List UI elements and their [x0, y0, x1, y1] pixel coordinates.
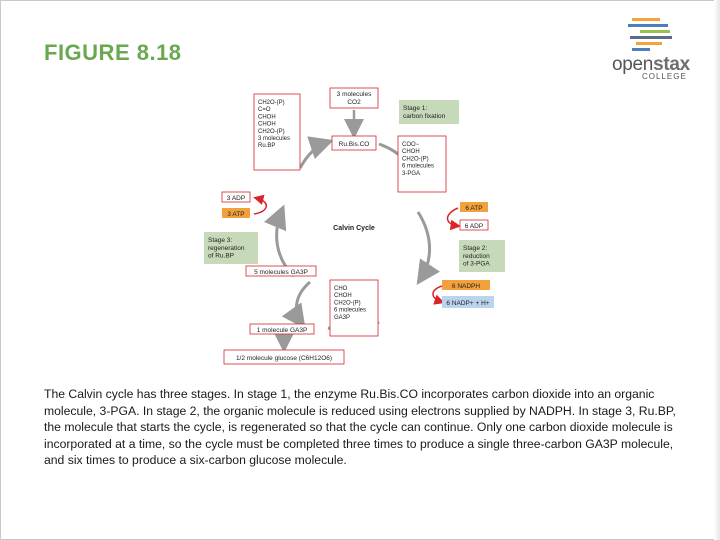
logo-wordmark: openstax: [612, 54, 690, 75]
adp3-label: 3 ADP: [227, 195, 245, 202]
ga3p-box: [329, 279, 379, 337]
ga3p5-label: 5 molecules GA3P: [254, 269, 308, 276]
nadph-arrow: [432, 285, 445, 305]
adp6-box: [459, 219, 489, 231]
atp3-box: [222, 208, 250, 218]
nadph-label: 6 NADPH: [452, 283, 480, 290]
ga3p5-box: [245, 265, 317, 277]
nadph-box: [442, 280, 490, 290]
ga3p1-box: [249, 323, 315, 335]
ga3p1-label: 1 molecule GA3P: [257, 327, 308, 334]
stage2-box: [459, 240, 505, 272]
atp6-box: [460, 202, 488, 212]
logo-sub: COLLEGE: [642, 72, 687, 81]
figure-caption: The Calvin cycle has three stages. In st…: [44, 387, 676, 468]
nadp-label: 6 NADP+ + H+: [446, 300, 489, 307]
stage1-box: [399, 100, 459, 124]
rubisco-label: Ru.Bis.CO: [339, 141, 370, 148]
glucose-label: 1/2 molecule glucose (C6H12O6): [236, 355, 332, 362]
slide-title: FIGURE 8.18: [44, 40, 182, 65]
openstax-logo: openstax COLLEGE: [606, 16, 706, 84]
cycle-arrow-5: [298, 136, 334, 169]
cycle-arrow-2: [416, 211, 440, 285]
atp3-label: 3 ATP: [227, 211, 244, 218]
ga3p-out-arrow: [281, 280, 312, 329]
rubp-box: [253, 93, 301, 171]
adp6-label: 6 ADP: [465, 223, 483, 230]
nadp-box: [442, 296, 494, 308]
stage1-label: Stage 1:carbon fixation: [403, 105, 446, 120]
co2-box: [329, 87, 379, 109]
cycle-label: Calvin Cycle: [333, 225, 375, 232]
atp6-label: 6 ATP: [465, 205, 482, 212]
rubisco-box: [331, 135, 377, 151]
slide-edge: [714, 0, 720, 540]
atp-adp-arrow-right: [446, 207, 461, 231]
glucose-box: [223, 349, 345, 365]
pga-box: [397, 135, 447, 193]
atp-adp-arrow-left: [253, 194, 267, 215]
adp3-box: [221, 191, 251, 203]
stage3-box: [204, 232, 258, 264]
